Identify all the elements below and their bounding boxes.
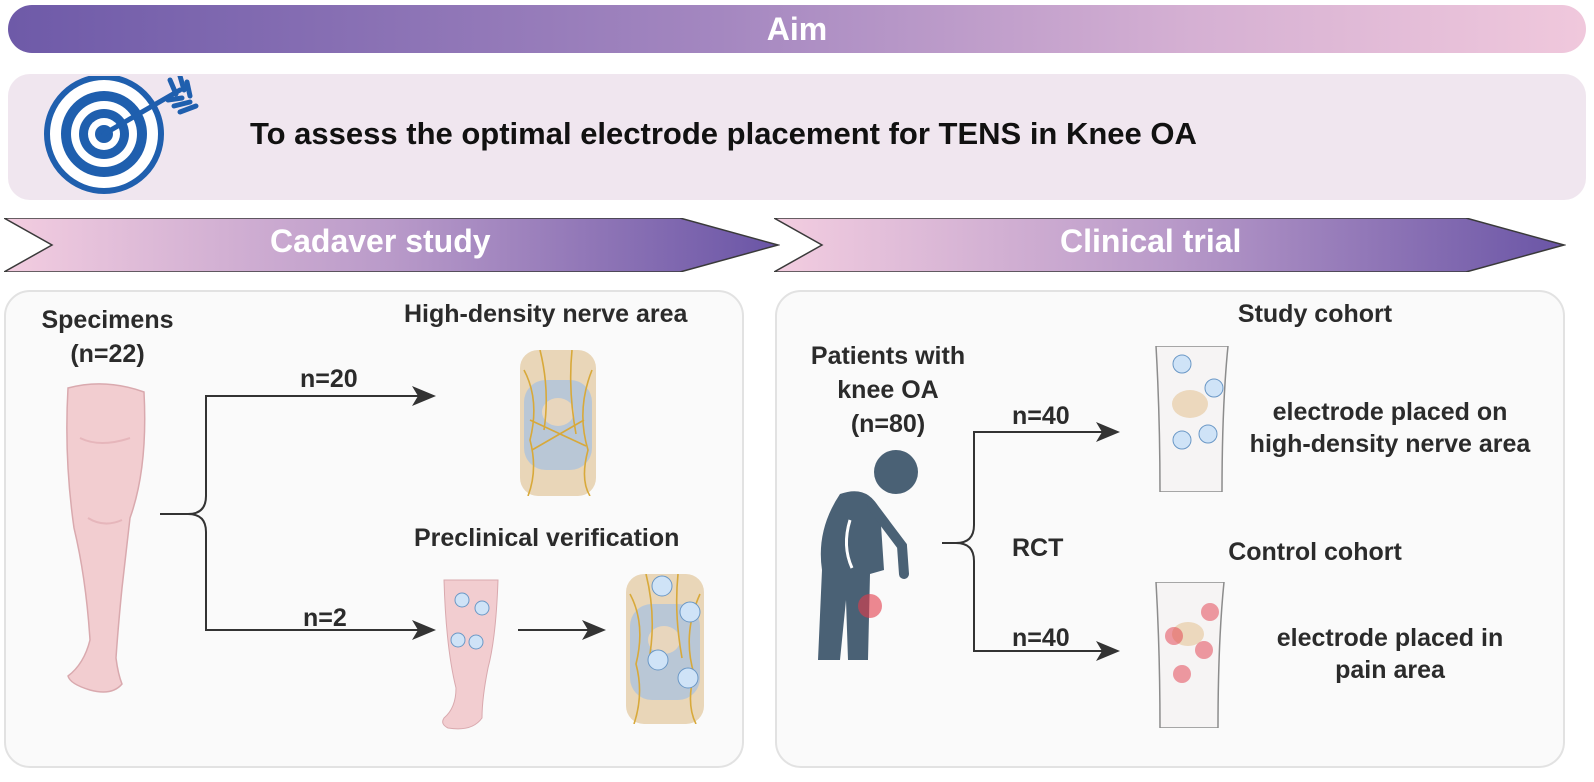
specimens-title: Specimens: [41, 306, 174, 334]
cadaver-banner: [4, 218, 780, 272]
study-cohort-title: Study cohort: [1237, 300, 1393, 328]
patients-count: (n=80): [850, 410, 926, 438]
clinical-branch-bottom-count: n=40: [1012, 624, 1070, 652]
result-preclinical-label: Preclinical verification: [414, 524, 680, 552]
aim-header-bar: Aim: [8, 5, 1586, 53]
result-high-density-label: High-density nerve area: [404, 300, 688, 328]
aim-header-label: Aim: [766, 10, 828, 47]
specimens-count: (n=22): [70, 340, 145, 368]
cadaver-branch-top-count: n=20: [300, 365, 358, 393]
control-cohort-leg-illustration: [1155, 582, 1225, 728]
clinical-banner: [774, 218, 1566, 272]
patients-line2: knee OA: [837, 376, 939, 404]
patient-figure-illustration: [818, 450, 918, 660]
study-cohort-desc-line1: electrode placed on: [1272, 398, 1508, 426]
clinical-branch-top-count: n=40: [1012, 402, 1070, 430]
study-cohort-desc-line2: high-density nerve area: [1249, 430, 1531, 458]
patients-line1: Patients with: [810, 342, 966, 370]
cadaver-branch-bottom-count: n=2: [303, 604, 347, 632]
control-cohort-desc-line1: electrode placed in: [1276, 624, 1504, 652]
control-cohort-title: Control cohort: [1228, 538, 1402, 566]
target-icon: [44, 76, 199, 194]
study-cohort-leg-illustration: [1155, 346, 1229, 492]
aim-statement: To assess the optimal electrode placemen…: [250, 116, 1197, 151]
rct-label: RCT: [1012, 534, 1064, 562]
aim-statement-box: [8, 74, 1586, 200]
knee-electrode-illustration: [626, 574, 704, 724]
control-cohort-desc-line2: pain area: [1335, 656, 1445, 684]
leg-electrode-illustration: [442, 579, 499, 730]
cadaver-banner-label: Cadaver study: [270, 223, 491, 259]
leg-specimen-illustration: [66, 383, 146, 693]
clinical-banner-label: Clinical trial: [1060, 223, 1242, 259]
knee-nerve-illustration: [520, 350, 596, 496]
